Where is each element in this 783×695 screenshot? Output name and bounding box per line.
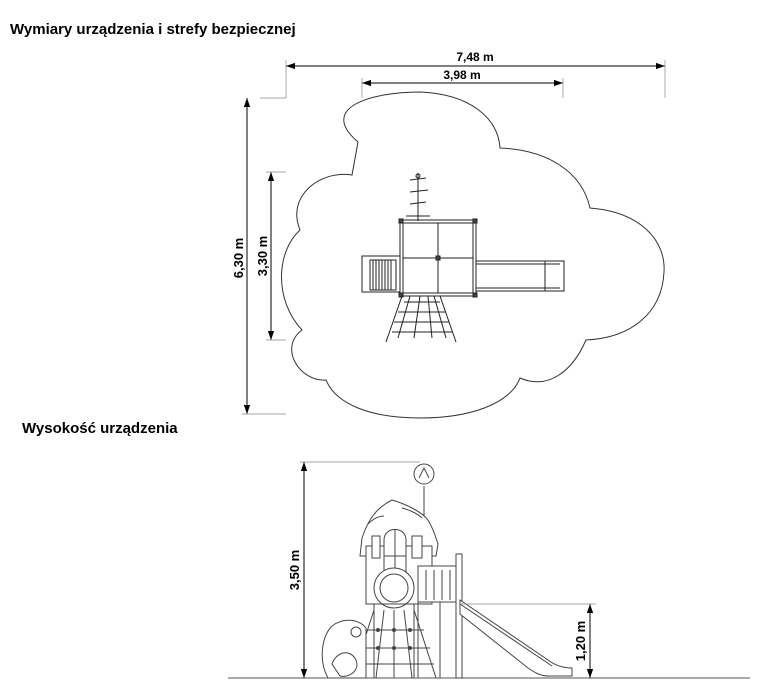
dim-device-depth: 3,30 m [255,171,286,341]
dim-total-width: 7,48 m [260,50,666,99]
dim-label-total-width: 7,48 m [456,50,493,64]
dim-platform-height: 1,20 m [460,603,596,678]
device-plan [361,173,565,343]
dim-label-platform-height: 1,20 m [573,621,588,661]
device-elevation [321,463,573,679]
dim-label-device-depth: 3,30 m [255,236,270,276]
dim-label-total-height: 3,50 m [287,550,302,590]
section-title-dimensions: Wymiary urządzenia i strefy bezpiecznej [10,21,296,38]
dim-total-depth: 6,30 m [231,98,286,415]
top-view: 7,48 m 3,98 m 6,30 m 3,30 m [231,50,666,419]
side-view: 3,50 m 1,20 m [228,461,750,679]
dim-label-device-width: 3,98 m [443,68,480,82]
dim-label-total-depth: 6,30 m [231,238,246,278]
safety-zone-outline [281,91,665,419]
dim-total-height: 3,50 m [287,461,420,678]
section-title-height: Wysokość urządzenia [22,420,178,437]
dim-device-width: 3,98 m [361,68,564,98]
